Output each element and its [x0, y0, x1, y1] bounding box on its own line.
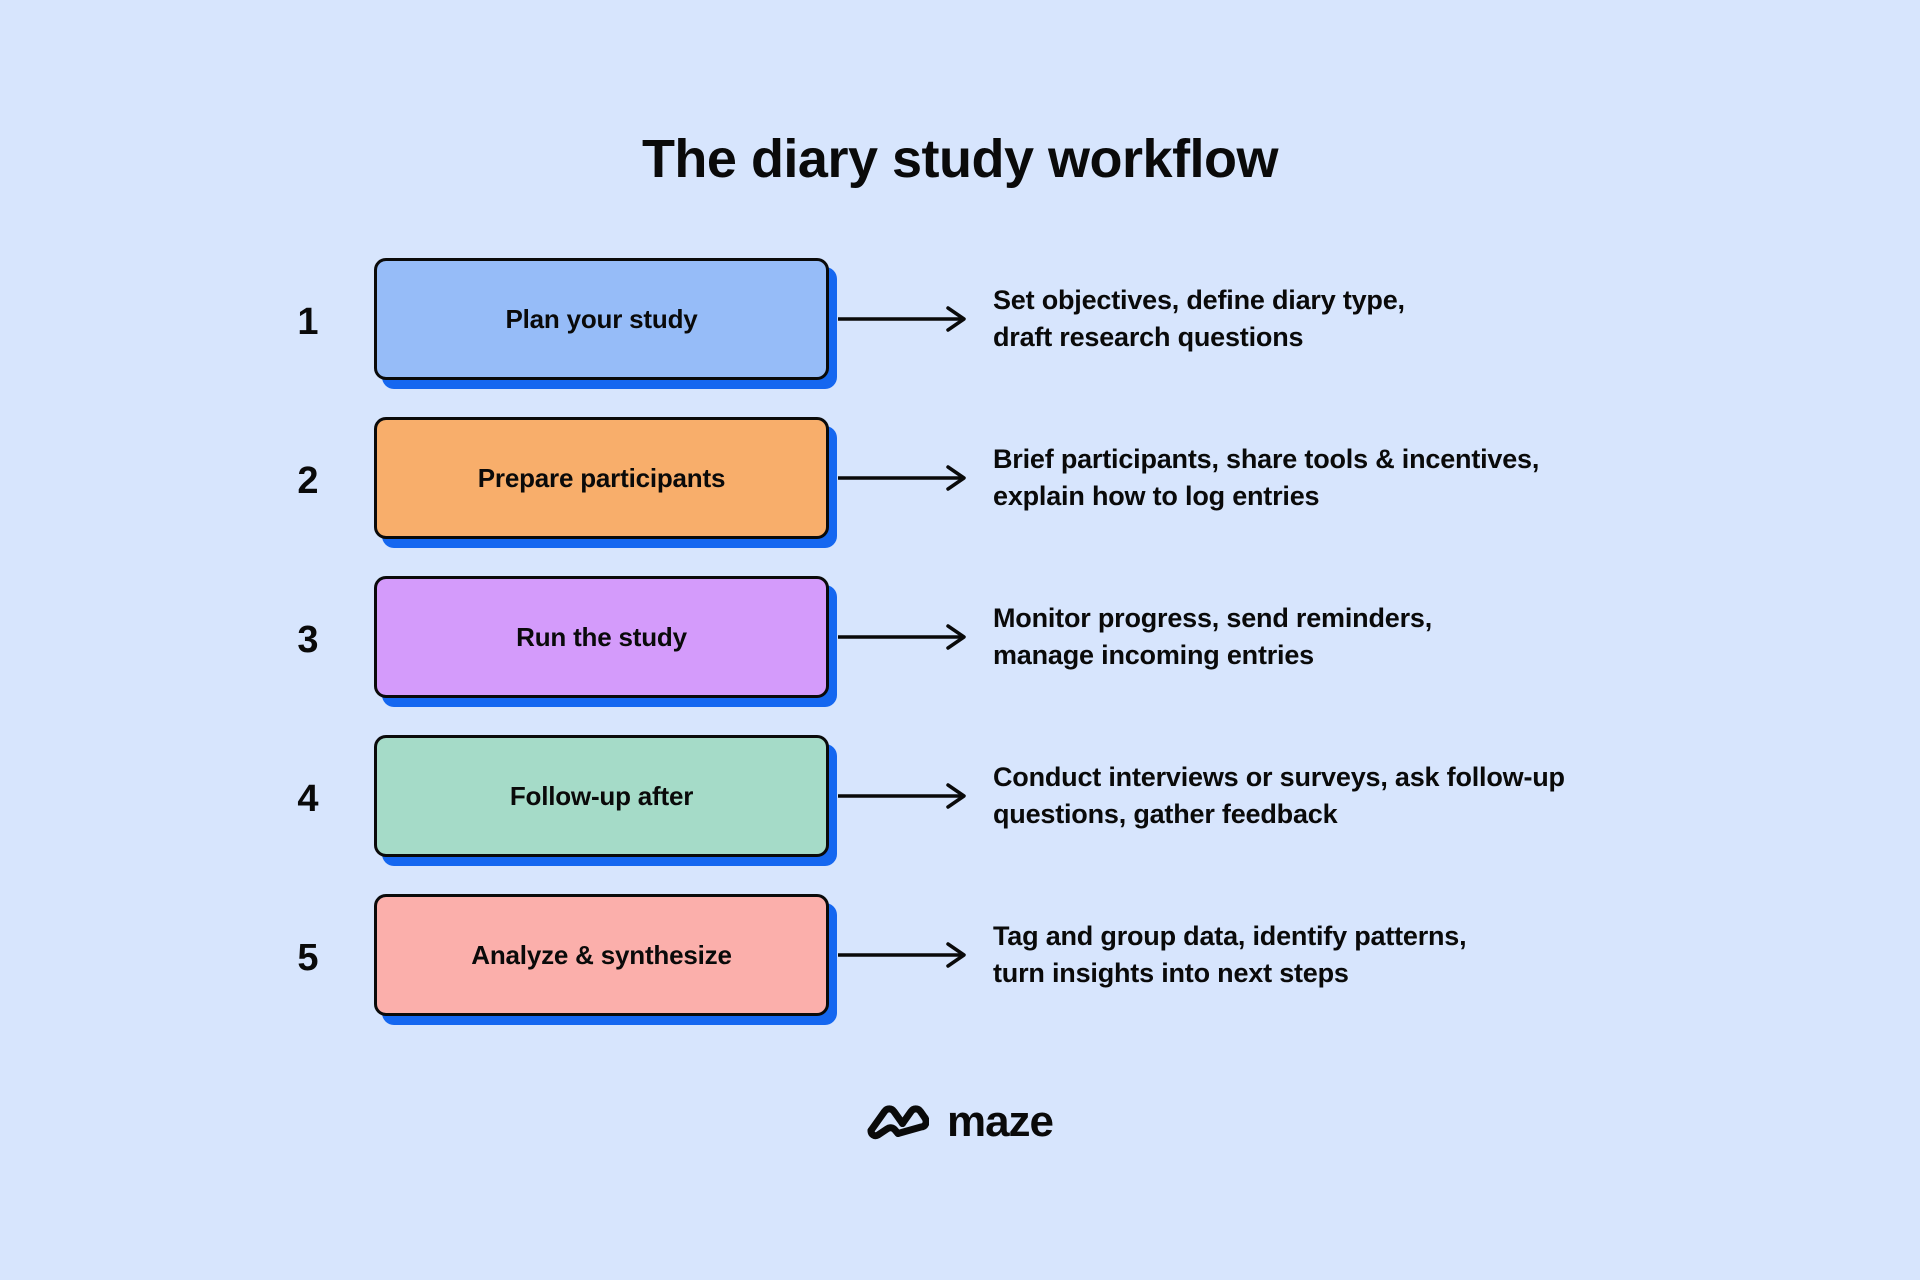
step-box-label: Run the study	[516, 621, 687, 652]
step-description: Monitor progress, send reminders, manage …	[993, 576, 1713, 698]
step-number: 4	[297, 777, 319, 820]
step-description: Set objectives, define diary type, draft …	[993, 258, 1713, 380]
step-box-face[interactable]: Plan your study	[374, 258, 829, 380]
step-description-line-2: manage incoming entries	[993, 640, 1314, 670]
workflow-step-row: 1 Plan your study Set objectives, define d…	[0, 258, 1920, 389]
step-box-face[interactable]: Prepare participants	[374, 417, 829, 539]
arrow-right-icon	[838, 303, 974, 335]
step-box-label: Follow-up after	[509, 780, 694, 811]
step-box-label: Prepare participants	[477, 462, 726, 493]
step-box-face[interactable]: Analyze & synthesize	[374, 894, 829, 1016]
step-description: Tag and group data, identify patterns, tu…	[993, 894, 1713, 1016]
arrow-right-icon	[838, 939, 974, 971]
arrow-right-icon	[838, 780, 974, 812]
step-description-line-1: Tag and group data, identify patterns,	[993, 921, 1467, 952]
step-box[interactable]: Follow-up after	[374, 735, 837, 866]
step-description-line-2: questions, gather feedback	[993, 799, 1338, 829]
brand-footer: maze	[0, 1098, 1920, 1145]
workflow-step-row: 5 Analyze & synthesize Tag and group data,…	[0, 894, 1920, 1025]
arrow-right-icon	[838, 462, 974, 494]
step-box-label: Analyze & synthesize	[471, 939, 732, 970]
workflow-steps-list: 1 Plan your study Set objectives, define d…	[0, 258, 1920, 1053]
workflow-step-row: 2 Prepare participants Brief participants,…	[0, 417, 1920, 548]
step-description-line-1: Conduct interviews or surveys, ask follo…	[993, 762, 1565, 793]
step-number: 1	[297, 300, 319, 343]
step-number: 3	[297, 618, 319, 661]
step-description-line-1: Set objectives, define diary type,	[993, 285, 1405, 316]
step-description-line-2: explain how to log entries	[993, 481, 1320, 511]
maze-wordmark: maze	[946, 1096, 1054, 1146]
step-number: 2	[297, 459, 319, 502]
step-box-face[interactable]: Run the study	[374, 576, 829, 698]
workflow-step-row: 3 Run the study Monitor progress, send rem…	[0, 576, 1920, 707]
step-description: Brief participants, share tools & incent…	[993, 417, 1713, 539]
step-box[interactable]: Prepare participants	[374, 417, 837, 548]
step-box[interactable]: Analyze & synthesize	[374, 894, 837, 1025]
arrow-right-icon	[838, 621, 974, 653]
step-box-label: Plan your study	[505, 303, 698, 334]
step-number: 5	[297, 936, 319, 979]
step-box-face[interactable]: Follow-up after	[374, 735, 829, 857]
step-description-line-1: Brief participants, share tools & incent…	[993, 444, 1540, 475]
step-description-line-2: draft research questions	[993, 322, 1304, 352]
step-description-line-1: Monitor progress, send reminders,	[993, 603, 1432, 634]
step-box[interactable]: Run the study	[374, 576, 837, 707]
step-description: Conduct interviews or surveys, ask follo…	[993, 735, 1713, 857]
step-box[interactable]: Plan your study	[374, 258, 837, 389]
maze-logo-icon	[867, 1098, 930, 1145]
step-description-line-2: turn insights into next steps	[993, 958, 1349, 988]
page-title: The diary study workflow	[641, 129, 1279, 189]
workflow-step-row: 4 Follow-up after Conduct interviews or su…	[0, 735, 1920, 866]
